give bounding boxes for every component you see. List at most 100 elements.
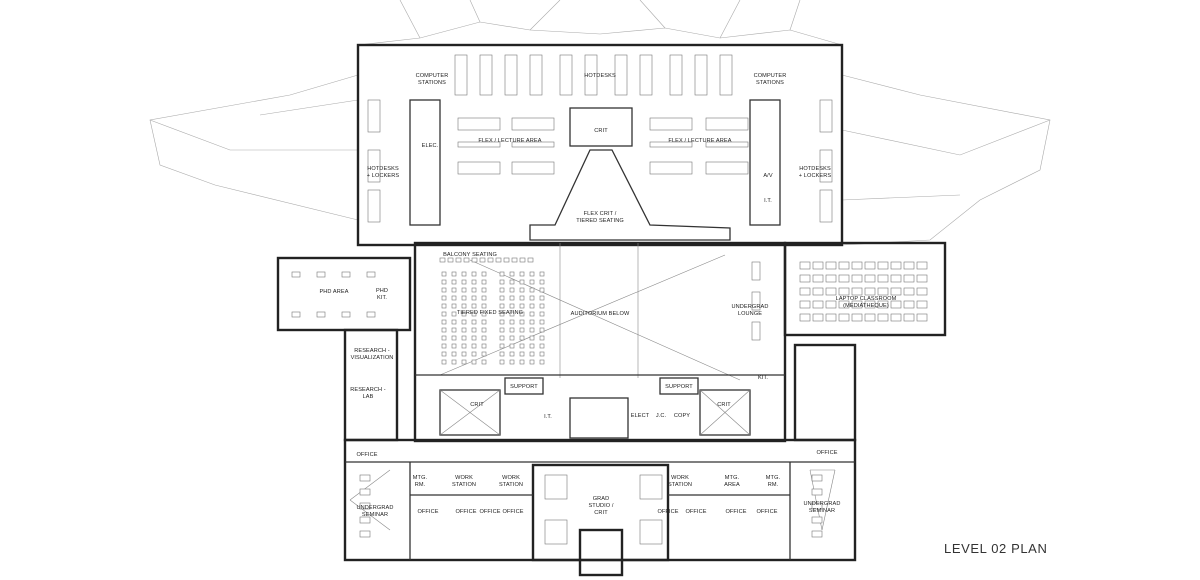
- fixed-seat: [529, 279, 535, 285]
- laptop-desk: [825, 300, 837, 309]
- laptop-desk: [799, 300, 811, 309]
- fixed-seat: [519, 279, 525, 285]
- laptop-desk: [838, 313, 850, 322]
- laptop-desk: [838, 300, 850, 309]
- fixed-seat: [519, 303, 525, 309]
- seminar-desk: [359, 516, 371, 524]
- laptop-desk: [877, 313, 889, 322]
- seminar-desk: [359, 502, 371, 510]
- hotdesk: [614, 54, 628, 96]
- fixed-seat: [529, 303, 535, 309]
- fixed-seat: [529, 319, 535, 325]
- label-research-lab: RESEARCH -LAB: [350, 387, 386, 400]
- fixed-seat: [539, 359, 545, 365]
- laptop-desk: [851, 300, 863, 309]
- fixed-seat: [481, 359, 487, 365]
- fixed-seat: [451, 359, 457, 365]
- label-office-8: OFFICE: [756, 509, 777, 515]
- fixed-seat: [481, 287, 487, 293]
- fixed-seat: [499, 287, 505, 293]
- balcony-seat: [511, 257, 518, 263]
- label-tiered-fixed-seating: TIERED FIXED SEATING: [457, 310, 523, 316]
- laptop-desk: [916, 313, 928, 322]
- balcony-seat: [455, 257, 462, 263]
- label-office-5: OFFICE: [657, 509, 678, 515]
- fixed-seat: [519, 287, 525, 293]
- laptop-desk: [890, 261, 902, 270]
- fixed-seat: [499, 343, 505, 349]
- label-flex-lecture-right: FLEX / LECTURE AREA: [668, 138, 731, 144]
- fixed-seat: [529, 271, 535, 277]
- lecture-table: [649, 161, 693, 175]
- fixed-seat: [539, 327, 545, 333]
- fixed-seat: [451, 295, 457, 301]
- hotdesk: [367, 99, 381, 133]
- seminar-desk: [359, 488, 371, 496]
- fixed-seat: [529, 327, 535, 333]
- fixed-seat: [461, 279, 467, 285]
- hotdesk: [559, 54, 573, 96]
- laptop-desk: [916, 287, 928, 296]
- fixed-seat: [509, 319, 515, 325]
- lounge-sofa: [751, 321, 761, 341]
- fixed-seat: [461, 327, 467, 333]
- fixed-seat: [529, 359, 535, 365]
- fixed-seat: [471, 359, 477, 365]
- lecture-table: [457, 141, 501, 148]
- balcony-seat: [447, 257, 454, 263]
- balcony-seat: [463, 257, 470, 263]
- label-hotdesks-lockers-left: HOTDESKS+ LOCKERS: [367, 166, 400, 179]
- fixed-seat: [481, 343, 487, 349]
- seminar-desk: [359, 474, 371, 482]
- fixed-seat: [481, 319, 487, 325]
- laptop-desk: [825, 287, 837, 296]
- label-copy: COPY: [674, 413, 690, 419]
- label-it-top: I.T.: [764, 198, 772, 204]
- laptop-desk: [812, 300, 824, 309]
- lecture-table: [705, 117, 749, 131]
- fixed-seat: [451, 271, 457, 277]
- fixed-seat: [509, 271, 515, 277]
- laptop-desk: [812, 274, 824, 283]
- lounge-sofa: [751, 291, 761, 311]
- fixed-seat: [451, 279, 457, 285]
- fixed-seat: [519, 351, 525, 357]
- fixed-seat: [451, 327, 457, 333]
- label-phd-area: PHD AREA: [319, 289, 348, 295]
- lecture-table: [457, 117, 501, 131]
- laptop-desk: [864, 313, 876, 322]
- fixed-seat: [509, 335, 515, 341]
- fixed-seat: [461, 295, 467, 301]
- fixed-seat: [481, 351, 487, 357]
- laptop-desk: [903, 313, 915, 322]
- fixed-seat: [509, 351, 515, 357]
- roof-canopy-lines: [149, 0, 1051, 246]
- laptop-desk: [799, 287, 811, 296]
- hotdesk: [479, 54, 493, 96]
- fixed-seat: [461, 359, 467, 365]
- laptop-desk: [838, 287, 850, 296]
- label-mtg-rm-left: MTG.RM.: [413, 475, 428, 488]
- fixed-seat: [441, 279, 447, 285]
- fixed-seat: [461, 271, 467, 277]
- fixed-seat: [441, 359, 447, 365]
- hotdesk: [584, 54, 598, 96]
- laptop-desk: [916, 300, 928, 309]
- label-office-right: OFFICE: [816, 450, 837, 456]
- seminar-desk: [359, 530, 371, 538]
- fixed-seat: [499, 311, 505, 317]
- fixed-seat: [499, 359, 505, 365]
- fixed-seat: [481, 303, 487, 309]
- laptop-desk: [877, 287, 889, 296]
- lecture-table: [457, 161, 501, 175]
- label-office-left: OFFICE: [356, 452, 377, 458]
- lecture-table: [511, 161, 555, 175]
- fixed-seat: [529, 295, 535, 301]
- fixed-seat: [509, 343, 515, 349]
- lecture-table: [511, 141, 555, 148]
- laptop-desk: [812, 261, 824, 270]
- hotdesk: [719, 54, 733, 96]
- phd-desk: [341, 271, 351, 278]
- fixed-seat: [509, 303, 515, 309]
